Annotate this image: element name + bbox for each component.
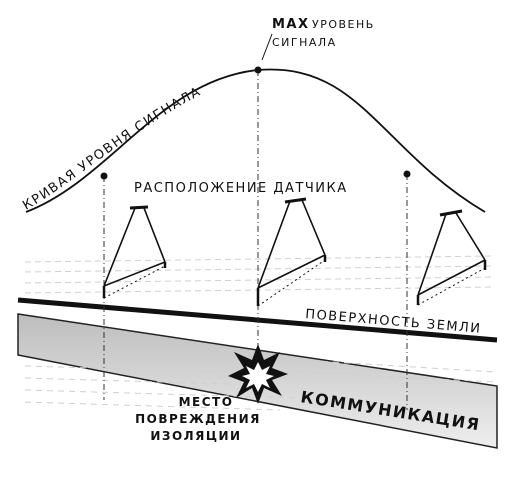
a-frame-sensor-icon (416, 209, 487, 306)
curve-point-peak (254, 66, 262, 74)
projection-lines (103, 70, 408, 410)
svg-text:МЕСТО: МЕСТО (179, 395, 234, 409)
curve-point-right (403, 170, 411, 178)
max-label-rest: УРОВЕНЬ (312, 18, 375, 31)
soil-texture-upper (24, 255, 496, 294)
curve-point-left (100, 172, 108, 180)
soil-texture-lower (24, 359, 496, 411)
sensor-location-label: РАСПОЛОЖЕНИЕ ДАТЧИКА (134, 181, 348, 196)
fault-location-label: МЕСТО ПОВРЕЖДЕНИЯ ИЗОЛЯЦИИ (135, 395, 261, 443)
a-frame-sensor-icon (102, 205, 167, 299)
damage-burst-icon (228, 344, 288, 404)
max-label-word: MAX (272, 17, 310, 32)
a-frame-sensor-icon (256, 197, 327, 307)
svg-text:ИЗОЛЯЦИИ: ИЗОЛЯЦИИ (150, 429, 241, 443)
max-label-line2: СИГНАЛА (272, 36, 337, 49)
max-leader-line (261, 33, 273, 61)
svg-text:ПОВРЕЖДЕНИЯ: ПОВРЕЖДЕНИЯ (135, 412, 261, 426)
